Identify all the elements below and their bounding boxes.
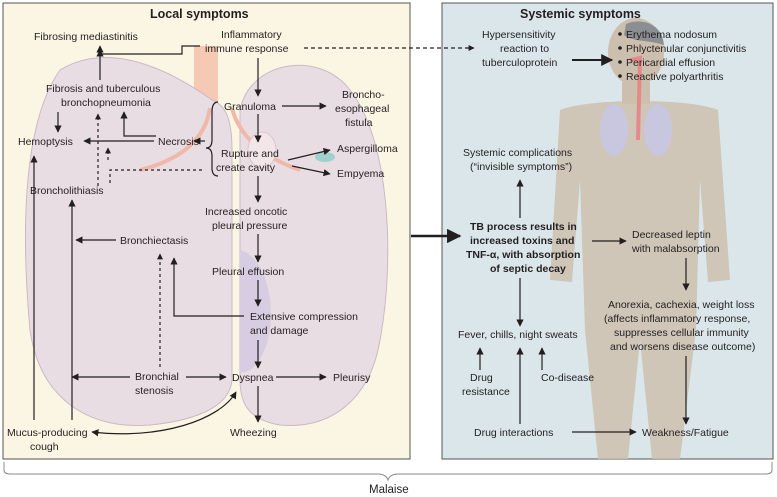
- hemoptysis-label: Hemoptysis: [18, 136, 73, 148]
- wheezing-label: Wheezing: [230, 427, 277, 439]
- local-arrows: [30, 45, 475, 437]
- hypersensitivity-label-3: tuberculoprotein: [482, 57, 557, 69]
- reaction-item-2: Phlyctenular conjunctivitis: [626, 43, 746, 55]
- inflammatory-label-1: Inflammatory: [221, 29, 282, 41]
- hypersensitivity-label-1: Hypersensitivity: [482, 29, 556, 41]
- fibrosing-mediastinitis-label: Fibrosing mediastinitis: [34, 31, 138, 43]
- codisease-label: Co-disease: [541, 372, 594, 384]
- bullet-2: [618, 46, 622, 50]
- aspergilloma-label: Aspergilloma: [337, 143, 398, 155]
- tb-process-label-2: increased toxins and: [470, 235, 574, 247]
- bullet-3: [618, 60, 622, 64]
- drug-interactions-label: Drug interactions: [474, 427, 553, 439]
- reaction-item-4: Reactive polyarthritis: [626, 71, 723, 83]
- weakness-label: Weakness/Fatigue: [642, 427, 729, 439]
- oncotic-label-2: pleural pressure: [212, 220, 287, 232]
- empyema-label: Empyema: [337, 168, 384, 180]
- compression-label-1: Extensive compression: [250, 311, 358, 323]
- necrosis-label: Necrosis: [158, 136, 199, 148]
- reaction-item-3: Pericardial effusion: [626, 57, 715, 69]
- broncho-fistula-label-2: esophageal: [335, 103, 389, 115]
- pleural-effusion-label: Pleural effusion: [212, 266, 284, 278]
- tb-process-label-4: of septic decay: [490, 263, 566, 275]
- inflammatory-label-2: immune response: [205, 43, 289, 55]
- systemic-arrows: [476, 54, 690, 436]
- tb-process-label-3: TNF-α, with absorption: [466, 249, 580, 261]
- mucus-label-2: cough: [30, 441, 59, 453]
- rupture-label-2: create cavity: [216, 162, 276, 174]
- bullet-1: [618, 32, 622, 36]
- human-silhouette: [550, 18, 730, 459]
- anorexia-label-2: (affects inflammatory response,: [604, 313, 750, 325]
- leptin-label-1: Decreased leptin: [632, 229, 711, 241]
- drug-resistance-label-1: Drug: [470, 372, 493, 384]
- bronchial-stenosis-label-1: Bronchial: [135, 371, 179, 383]
- fever-label: Fever, chills, night sweats: [458, 329, 578, 341]
- anorexia-label-4: and worsens disease outcome): [610, 341, 755, 353]
- bullet-4: [618, 74, 622, 78]
- local-title: Local symptoms: [150, 7, 249, 21]
- systemic-title: Systemic symptoms: [520, 7, 641, 21]
- leptin-label-2: with malabsorption: [631, 243, 720, 255]
- bronchial-stenosis-label-2: stenosis: [135, 385, 174, 397]
- complications-label-1: Systemic complications: [463, 147, 572, 159]
- malaise-brace: [3, 462, 773, 482]
- pleurisy-label: Pleurisy: [333, 372, 371, 384]
- complications-label-2: (“invisible symptoms”): [470, 161, 572, 173]
- anorexia-label-1: Anorexia, cachexia, weight loss: [608, 299, 755, 311]
- reaction-item-1: Erythema nodosum: [626, 29, 717, 41]
- broncholithiasis-label: Broncholithiasis: [30, 185, 104, 197]
- malaise-label: Malaise: [369, 484, 409, 496]
- drug-resistance-label-2: resistance: [462, 386, 510, 398]
- rupture-label-1: Rupture and: [221, 148, 279, 160]
- broncho-fistula-label-3: fistula: [345, 117, 373, 129]
- fibrosis-label-1: Fibrosis and tuberculous: [46, 83, 160, 95]
- mucus-label-1: Mucus-producing: [7, 427, 88, 439]
- compression-label-2: and damage: [250, 325, 309, 337]
- broncho-fistula-label-1: Broncho-: [342, 89, 385, 101]
- tb-process-label-1: TB process results in: [470, 221, 577, 233]
- granuloma-label: Granuloma: [224, 101, 276, 113]
- fibrosis-label-2: bronchopneumonia: [61, 97, 151, 109]
- oncotic-label-1: Increased oncotic: [205, 206, 287, 218]
- hypersensitivity-label-2: reaction to: [500, 43, 549, 55]
- dyspnea-label: Dyspnea: [232, 372, 274, 384]
- bronchiectasis-label: Bronchiectasis: [120, 235, 188, 247]
- anorexia-label-3: suppresses cellular immunity: [614, 327, 750, 339]
